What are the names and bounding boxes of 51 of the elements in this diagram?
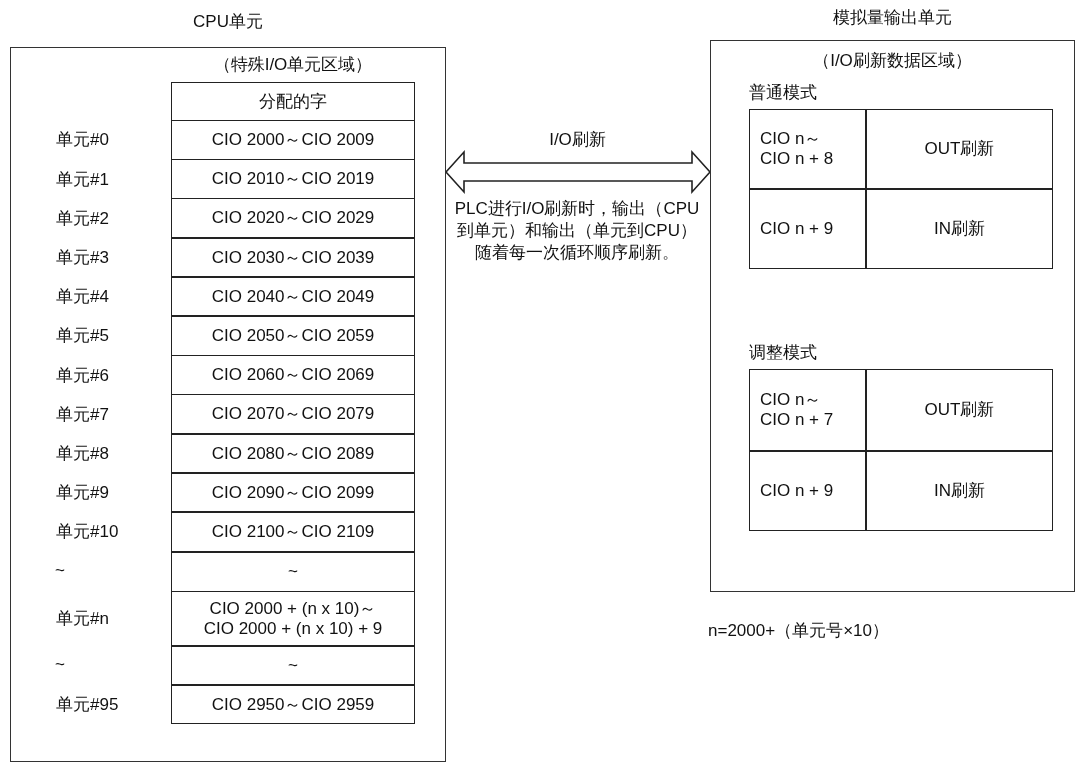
table-cell: IN刷新 [866, 451, 1053, 531]
ellipsis-mark: ~ [55, 560, 66, 582]
unit-label: 单元#1 [56, 168, 109, 191]
unit-label: 单元#4 [56, 286, 109, 309]
formula-note: n=2000+（单元号×10） [708, 620, 890, 642]
table-cell: CIO 2070～CIO 2079 [171, 394, 415, 435]
table-heading: 普通模式 [749, 82, 818, 104]
table-cell: CIO 2090～CIO 2099 [171, 472, 415, 513]
table-cell: CIO 2000～CIO 2009 [171, 120, 415, 160]
note-text: PLC进行I/O刷新时，输出（CPU到单元）和输出（单元到CPU）随着每一次循环顺序刷新。 [453, 198, 701, 265]
table-cell: CIO 2100～CIO 2109 [171, 512, 415, 552]
memory-table [749, 81, 1053, 269]
table-cell: CIO n～ CIO n + 7 [749, 369, 866, 451]
table-cell: CIO 2040～CIO 2049 [171, 276, 415, 317]
table-cell: ~ [171, 646, 415, 685]
table-cell: CIO 2030～CIO 2039 [171, 237, 415, 278]
table-cell: 分配的字 [171, 82, 415, 121]
ellipsis-mark: ~ [55, 654, 66, 676]
unit-label: 单元#10 [56, 521, 119, 544]
table-cell: CIO 2020～CIO 2029 [171, 198, 415, 239]
unit-label: 单元#8 [56, 442, 109, 465]
panel-title: CPU单元 [192, 11, 264, 32]
table-cell: CIO n～ CIO n + 8 [749, 109, 866, 189]
unit-label: 单元#3 [56, 246, 109, 269]
unit-label: 单元#5 [56, 325, 109, 348]
unit-label: 单元#7 [56, 403, 109, 426]
table-cell: CIO 2950～CIO 2959 [171, 685, 415, 724]
table-cell: OUT刷新 [866, 109, 1053, 189]
table-cell: CIO 2050～CIO 2059 [171, 316, 415, 356]
table-heading: 调整模式 [749, 342, 818, 364]
table-cell: CIO 2010～CIO 2019 [171, 159, 415, 199]
unit-label: 单元#n [56, 608, 109, 630]
table-cell: CIO 2000 + (n x 10)～ CIO 2000 + (n x 10) + 9 [171, 591, 415, 646]
table-cell: CIO 2060～CIO 2069 [171, 355, 415, 395]
table-cell: CIO n + 9 [749, 451, 866, 531]
unit-label: 单元#9 [56, 482, 109, 505]
table-cell: CIO 2080～CIO 2089 [171, 433, 415, 474]
table-cell: IN刷新 [866, 189, 1053, 269]
unit-label: 单元#95 [56, 694, 119, 716]
table-cell: CIO n + 9 [749, 189, 866, 269]
table-cell: OUT刷新 [866, 369, 1053, 451]
area-caption: （I/O刷新数据区域） [812, 50, 973, 72]
unit-label: 单元#0 [56, 129, 109, 152]
table-cell: ~ [171, 552, 415, 592]
table-heading: （特殊I/O单元区域） [212, 54, 374, 76]
double-arrow [444, 149, 712, 195]
panel-title: 模拟量输出单元 [832, 7, 953, 28]
unit-label: 单元#6 [56, 364, 109, 387]
memory-table [749, 341, 1053, 531]
unit-label: 单元#2 [56, 207, 109, 230]
edge-label: I/O刷新 [549, 130, 606, 149]
